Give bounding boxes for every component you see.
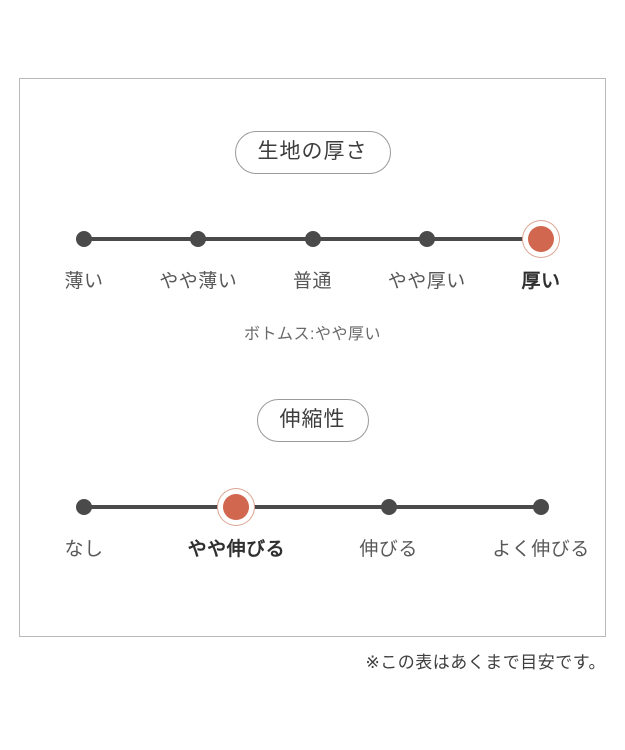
- scale-area-thickness: 薄い やや薄い 普通 やや厚い 厚い: [20, 222, 605, 300]
- scale-label-2: 伸びる: [359, 539, 418, 560]
- scale-dot-0[interactable]: [76, 231, 92, 247]
- scale-dot-1[interactable]: [190, 231, 207, 247]
- thickness-sub-note: ボトムス:やや厚い: [244, 326, 381, 343]
- section-fabric-thickness: 生地の厚さ 薄い やや薄い 普通 やや厚い 厚い: [20, 131, 605, 344]
- scale-label-0: なし: [64, 539, 104, 560]
- scale-label-2: 普通: [292, 271, 333, 292]
- scale-line: [84, 505, 541, 509]
- scale-dot-2[interactable]: [304, 231, 321, 247]
- section-title-pill-stretch: 伸縮性: [256, 399, 369, 442]
- scale-stretch: なし やや伸びる 伸びる よく伸びる: [60, 490, 589, 568]
- scale-thickness: 薄い やや薄い 普通 やや厚い 厚い: [60, 222, 565, 300]
- section-title-pill-thickness: 生地の厚さ: [234, 131, 391, 174]
- scale-label-3: よく伸びる: [492, 539, 590, 560]
- scale-dot-3[interactable]: [418, 231, 435, 247]
- scale-label-4-selected: 厚い: [521, 271, 561, 292]
- scale-label-1: やや薄い: [159, 271, 238, 292]
- footer-disclaimer-note: ※この表はあくまで目安です。: [365, 653, 606, 672]
- scale-dot-1-selected[interactable]: [223, 494, 250, 520]
- scale-track-stretch: [60, 490, 565, 524]
- section-title-row: 生地の厚さ: [20, 131, 605, 174]
- section-stretchiness: 伸縮性 なし やや伸びる 伸びる よく伸びる: [20, 399, 605, 568]
- scale-labels-stretch: なし やや伸びる 伸びる よく伸びる: [60, 538, 589, 568]
- section-title-row: 伸縮性: [20, 399, 605, 442]
- scale-dot-4-selected[interactable]: [528, 226, 554, 252]
- scale-label-3: やや厚い: [387, 271, 466, 292]
- scale-dot-2[interactable]: [380, 499, 397, 515]
- scale-dot-3[interactable]: [533, 499, 549, 515]
- scale-dot-0[interactable]: [76, 499, 92, 515]
- scale-track-thickness: [60, 222, 565, 256]
- scale-label-0: 薄い: [64, 271, 104, 292]
- spec-card: 生地の厚さ 薄い やや薄い 普通 やや厚い 厚い: [19, 78, 606, 637]
- scale-area-stretch: なし やや伸びる 伸びる よく伸びる: [20, 490, 605, 568]
- scale-label-1-selected: やや伸びる: [187, 539, 286, 560]
- scale-labels-thickness: 薄い やや薄い 普通 やや厚い 厚い: [60, 270, 565, 300]
